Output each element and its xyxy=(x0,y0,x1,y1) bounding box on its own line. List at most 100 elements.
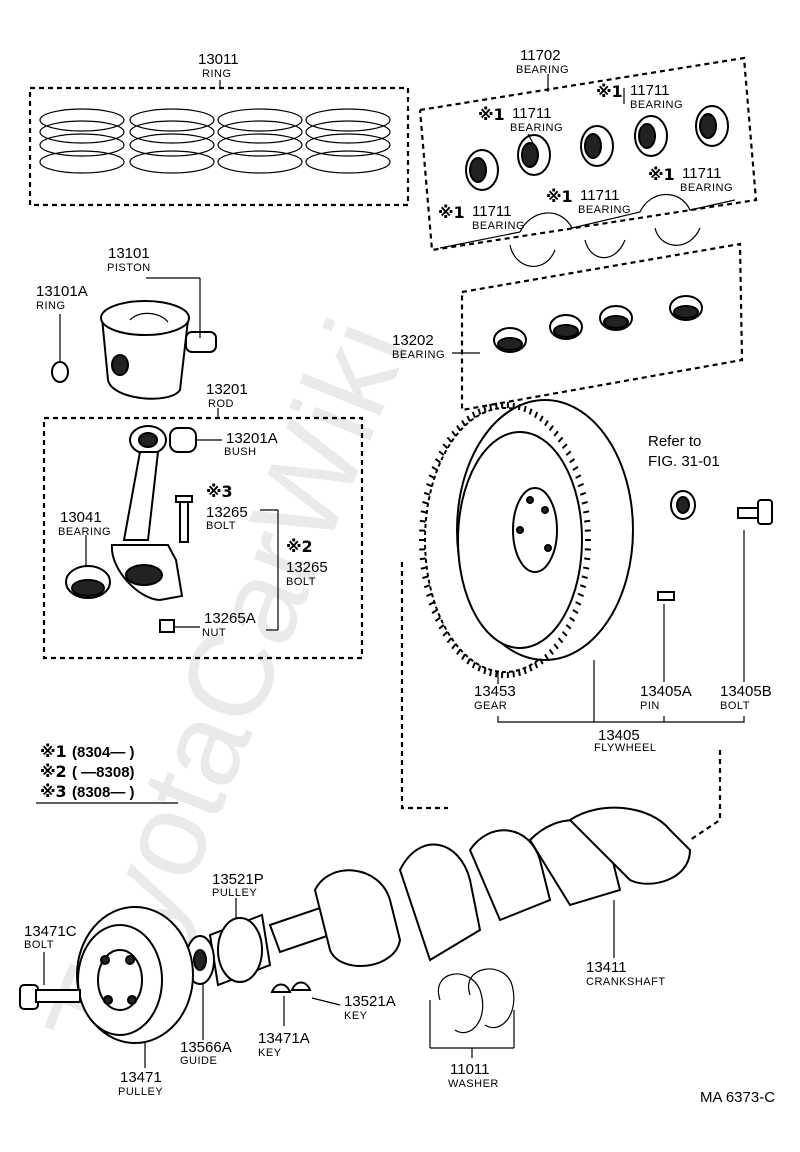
svg-text:13405A: 13405A xyxy=(640,683,692,700)
gear-tooth xyxy=(456,648,462,655)
gear-tooth xyxy=(534,411,539,418)
svg-text:13265: 13265 xyxy=(206,504,248,521)
gear-tooth xyxy=(423,491,431,496)
bearing-shell xyxy=(465,105,729,191)
svg-text:※1: ※1 xyxy=(438,203,465,222)
svg-text:PISTON: PISTON xyxy=(107,262,151,274)
gear-tooth xyxy=(569,616,576,622)
gear-tooth xyxy=(523,405,527,413)
svg-text:KEY: KEY xyxy=(258,1047,282,1059)
gear-tooth xyxy=(565,450,572,456)
gear-tooth xyxy=(539,658,544,665)
svg-text:11011: 11011 xyxy=(450,1061,490,1078)
svg-text:PULLEY: PULLEY xyxy=(212,887,257,899)
pulley-13471: 13471 PULLEY xyxy=(76,906,194,1098)
bearing-13041: 13041 BEARING xyxy=(58,509,111,599)
ring-set-2 xyxy=(129,108,215,174)
gear-tooth xyxy=(575,474,582,479)
svg-text:13521A: 13521A xyxy=(344,993,396,1010)
part-name: RING xyxy=(202,68,232,80)
gear-tooth xyxy=(584,557,591,561)
pulley-13521P: 13521P PULLEY xyxy=(208,871,272,987)
label-11711-d: ※1 11711 BEARING xyxy=(546,187,631,216)
gear-tooth xyxy=(528,408,533,415)
gear-tooth xyxy=(428,601,435,606)
svg-text:WASHER: WASHER xyxy=(448,1078,499,1090)
svg-text:13201: 13201 xyxy=(206,381,248,398)
svg-text:11711: 11711 xyxy=(472,203,512,220)
svg-text:Refer to: Refer to xyxy=(648,433,701,450)
gear-tooth xyxy=(438,624,445,630)
part-number: 11702 xyxy=(520,47,561,64)
svg-text:11711: 11711 xyxy=(512,105,552,122)
gear-tooth xyxy=(466,658,471,665)
gear-tooth xyxy=(422,575,429,579)
svg-text:13471C: 13471C xyxy=(24,923,77,940)
gear-tooth xyxy=(539,415,544,422)
svg-text:13405: 13405 xyxy=(598,727,640,744)
svg-text:13566A: 13566A xyxy=(180,1039,232,1056)
gear-tooth xyxy=(579,491,587,496)
gear-tooth xyxy=(572,609,579,614)
gear-tooth xyxy=(495,671,498,678)
svg-text:(8304― ): (8304― ) xyxy=(72,744,135,761)
gear-tooth xyxy=(483,405,487,413)
svg-text:※1: ※1 xyxy=(546,187,573,206)
nut-13265A: 13265A NUT xyxy=(159,610,256,639)
flywheel-label: 13405 FLYWHEEL xyxy=(400,562,745,841)
bolt-13471C: 13471C BOLT xyxy=(19,923,81,1010)
gear-tooth xyxy=(446,637,453,644)
svg-text:( ―8308): ( ―8308) xyxy=(72,764,135,781)
gear-tooth xyxy=(419,519,426,523)
svg-text:KEY: KEY xyxy=(344,1010,368,1022)
bearing-set-11702: 11702 BEARING ※1 11711 BEARING ※1 11711 … xyxy=(418,47,758,267)
svg-text:BEARING: BEARING xyxy=(392,349,445,361)
gear-tooth xyxy=(442,630,449,637)
label-11711-c: ※1 11711 BEARING xyxy=(648,165,733,194)
label-11711-e: ※1 11711 BEARING xyxy=(438,203,525,232)
gear-tooth xyxy=(544,419,549,427)
gear-tooth xyxy=(431,466,438,471)
gear-tooth xyxy=(583,510,590,514)
gear-tooth xyxy=(581,501,588,505)
gear-tooth xyxy=(577,482,584,488)
svg-text:13101: 13101 xyxy=(108,245,150,262)
gear-tooth xyxy=(528,665,533,672)
gear-tooth xyxy=(577,592,584,598)
svg-text:FLYWHEEL: FLYWHEEL xyxy=(594,742,656,754)
gear-tooth xyxy=(569,458,576,464)
svg-text:GUIDE: GUIDE xyxy=(180,1055,217,1067)
ring-set-13011: 13011 RING xyxy=(28,51,410,207)
svg-text:BEARING: BEARING xyxy=(58,526,111,538)
gear-tooth xyxy=(581,575,588,579)
gear-tooth xyxy=(565,624,572,630)
svg-text:NUT: NUT xyxy=(202,627,226,639)
gear-tooth xyxy=(446,436,453,443)
drawing-code: MA 6373-C xyxy=(700,1089,775,1106)
gear-tooth xyxy=(422,501,429,505)
svg-text:※3: ※3 xyxy=(206,482,233,501)
gear-tooth xyxy=(471,662,476,669)
rod-set-13201: 13201 ROD 13201A BUSH ※3 13265 BOLT ※2 1… xyxy=(42,381,364,660)
svg-text:BOLT: BOLT xyxy=(720,700,750,712)
svg-text:※2: ※2 xyxy=(286,537,313,556)
svg-text:13405B: 13405B xyxy=(720,683,772,700)
bolt-3: ※3 13265 BOLT xyxy=(175,482,278,543)
gear-tooth xyxy=(434,458,441,464)
svg-text:BEARING: BEARING xyxy=(680,182,733,194)
svg-text:RING: RING xyxy=(36,300,66,312)
key-13471A: 13471A KEY xyxy=(258,983,310,1059)
bearing-shell xyxy=(493,295,703,353)
crankshaft-13411: 13411 CRANKSHAFT xyxy=(268,806,692,988)
gear-tooth xyxy=(451,643,457,650)
gear-tooth xyxy=(553,430,559,437)
gear-tooth xyxy=(553,643,559,650)
gear-tooth xyxy=(483,667,487,675)
svg-text:BEARING: BEARING xyxy=(630,99,683,111)
piston-13101: 13101 PISTON xyxy=(100,245,217,400)
svg-text:BOLT: BOLT xyxy=(206,520,236,532)
gear-tooth xyxy=(584,519,591,523)
notes: ※1 (8304― ) ※2 ( ―8308) ※3 (8308― ) xyxy=(36,742,178,804)
gear-tooth xyxy=(420,510,427,514)
